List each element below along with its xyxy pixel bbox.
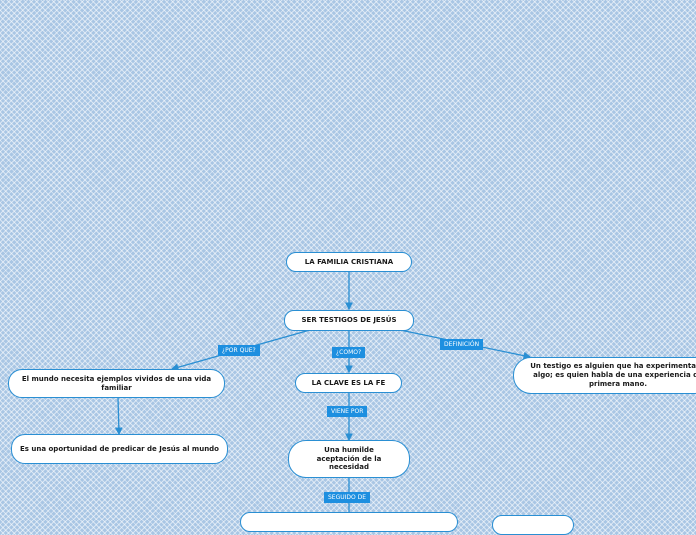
node-testigo-definicion-text: Un testigo es alguien que ha experimenta… <box>530 362 696 388</box>
label-como: ¿COMO? <box>332 347 366 358</box>
node-mundo-necesita[interactable]: El mundo necesita ejemplos vividos de un… <box>8 369 225 398</box>
label-definicion: DEFINICIÓN <box>440 339 484 350</box>
node-testigo-definicion[interactable]: Un testigo es alguien que ha experimenta… <box>513 357 696 394</box>
node-la-clave-es-la-fe[interactable]: LA CLAVE ES LA FE <box>295 373 402 393</box>
node-partial-bottom-center[interactable] <box>240 512 458 532</box>
label-seguido-de-text: SEGUIDO DE <box>328 494 367 501</box>
label-como-text: ¿COMO? <box>336 349 362 356</box>
edge-mundo-oportunidad <box>114 397 123 436</box>
node-ser-testigos-text: SER TESTIGOS DE JESÚS <box>301 316 397 325</box>
label-viene-por-text: VIENE POR <box>331 408 364 415</box>
node-ser-testigos-de-jesus[interactable]: SER TESTIGOS DE JESÚS <box>284 310 414 331</box>
node-la-clave-text: LA CLAVE ES LA FE <box>311 378 386 387</box>
label-viene-por: VIENE POR <box>327 406 368 417</box>
label-definicion-text: DEFINICIÓN <box>444 341 480 348</box>
label-por-que: ¿POR QUE? <box>218 345 260 356</box>
node-partial-bottom-right[interactable] <box>492 515 574 535</box>
node-la-familia-cristiana[interactable]: LA FAMILIA CRISTIANA <box>286 252 412 272</box>
label-seguido-de: SEGUIDO DE <box>324 492 371 503</box>
node-oportunidad[interactable]: Es una oportunidad de predicar de Jesús … <box>11 434 228 464</box>
node-mundo-necesita-text: El mundo necesita ejemplos vividos de un… <box>21 374 212 392</box>
node-humilde-aceptacion[interactable]: Una humilde aceptación de la necesidad <box>288 440 410 478</box>
node-oportunidad-text: Es una oportunidad de predicar de Jesús … <box>19 444 219 453</box>
label-por-que-text: ¿POR QUE? <box>222 347 256 354</box>
node-humilde-text: Una humilde aceptación de la necesidad <box>316 445 382 472</box>
node-la-familia-cristiana-text: LA FAMILIA CRISTIANA <box>304 257 394 266</box>
